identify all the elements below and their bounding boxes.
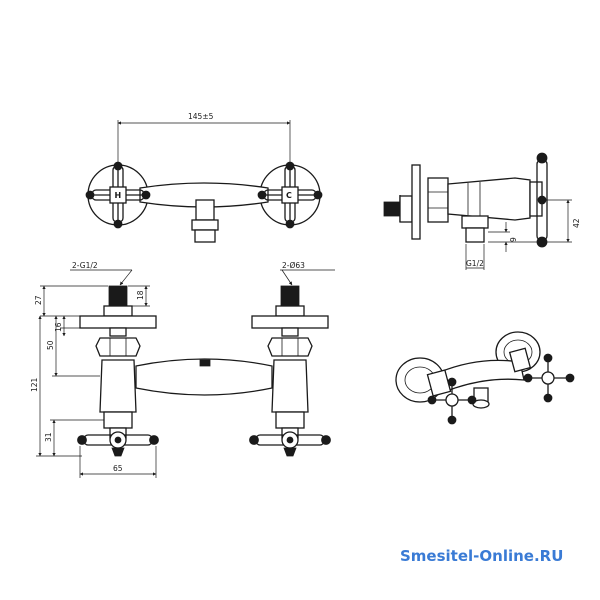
isometric-view (395, 331, 575, 425)
front-connecting-body (135, 358, 273, 396)
front-view: 2-G1/2 2-Ø63 (30, 261, 335, 478)
right-body (271, 359, 309, 413)
dim-flange-diameter: 2-Ø63 (282, 261, 305, 270)
side-hex-nut (427, 177, 449, 223)
dim-outlet-thread: G1/2 (466, 259, 484, 268)
dim-27: 27 (34, 295, 43, 305)
dim-16: 16 (54, 322, 63, 332)
side-view: 42 9 G1/2 (383, 152, 581, 270)
dim-121: 121 (30, 377, 39, 392)
top-outlet-nut (191, 219, 219, 231)
side-body (447, 177, 531, 221)
dim-side-9: 9 (509, 237, 518, 242)
dim-50: 50 (46, 340, 55, 350)
dim-side-42: 42 (572, 218, 581, 228)
left-body (99, 359, 137, 413)
right-column (249, 285, 331, 457)
side-flange (411, 164, 421, 240)
iso-right-handle (523, 353, 575, 403)
hot-mark: H (115, 191, 122, 200)
right-cross-handle-top: C (257, 161, 323, 229)
left-cross-handle-top: H (85, 161, 151, 229)
dim-top-width: 145±5 (188, 112, 214, 121)
top-outlet-body (195, 199, 215, 221)
side-inlet-thread (383, 201, 401, 217)
dim-inlet-thread: 2-G1/2 (72, 261, 98, 270)
cold-mark: C (286, 191, 292, 200)
dim-65: 65 (113, 464, 123, 473)
right-flange-front (251, 315, 329, 329)
right-inlet-thread (280, 285, 300, 307)
right-hex-nut (267, 337, 313, 357)
left-column (77, 285, 159, 457)
left-flange-front (79, 315, 157, 329)
dim-31: 31 (44, 432, 53, 442)
site-watermark: Smesitel-Online.RU (400, 547, 564, 565)
left-inlet-thread (108, 285, 128, 307)
top-body (139, 182, 269, 208)
iso-left-handle (427, 377, 477, 425)
side-outlet (465, 227, 485, 243)
left-hex-nut (95, 337, 141, 357)
dim-18: 18 (136, 290, 145, 300)
top-outlet-thread (194, 229, 216, 243)
top-view: 145±5 H (85, 112, 323, 243)
iso-body (439, 359, 525, 393)
